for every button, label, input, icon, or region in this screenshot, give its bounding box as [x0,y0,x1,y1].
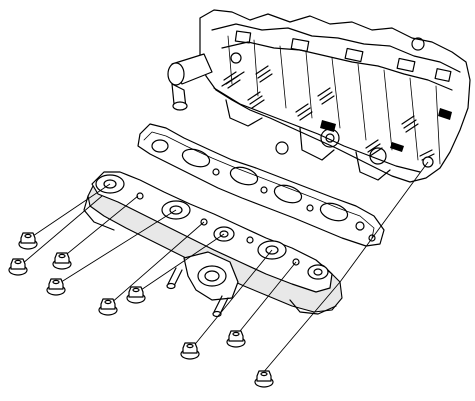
flange-nut-icon [226,330,246,348]
flange-nut-icon [46,278,66,296]
flange-nut-icon [18,232,38,250]
flange-nut-icon [254,370,274,388]
flange-nut-icon [180,342,200,360]
threaded-stud-icon [247,91,265,109]
threaded-stud-icon [295,103,313,121]
threaded-stud-icon [365,139,383,157]
exhaust-manifold [83,171,343,318]
flange-nut-icon [126,286,146,304]
exhaust-manifold-gasket [137,123,385,247]
flange-nut-icon [98,298,118,316]
threaded-stud-icon [166,267,183,290]
cylinder-head [199,9,471,183]
threaded-stud-icon [255,65,273,83]
threaded-stud-icon [401,115,419,133]
leader-lines [21,161,429,375]
threaded-stud-icon [221,71,245,89]
manifold-nuts [8,232,274,388]
flange-nut-icon [52,252,72,270]
flange-nut-icon [8,258,28,276]
threaded-stud-icon [317,87,335,105]
coolant-pipe [167,53,213,111]
